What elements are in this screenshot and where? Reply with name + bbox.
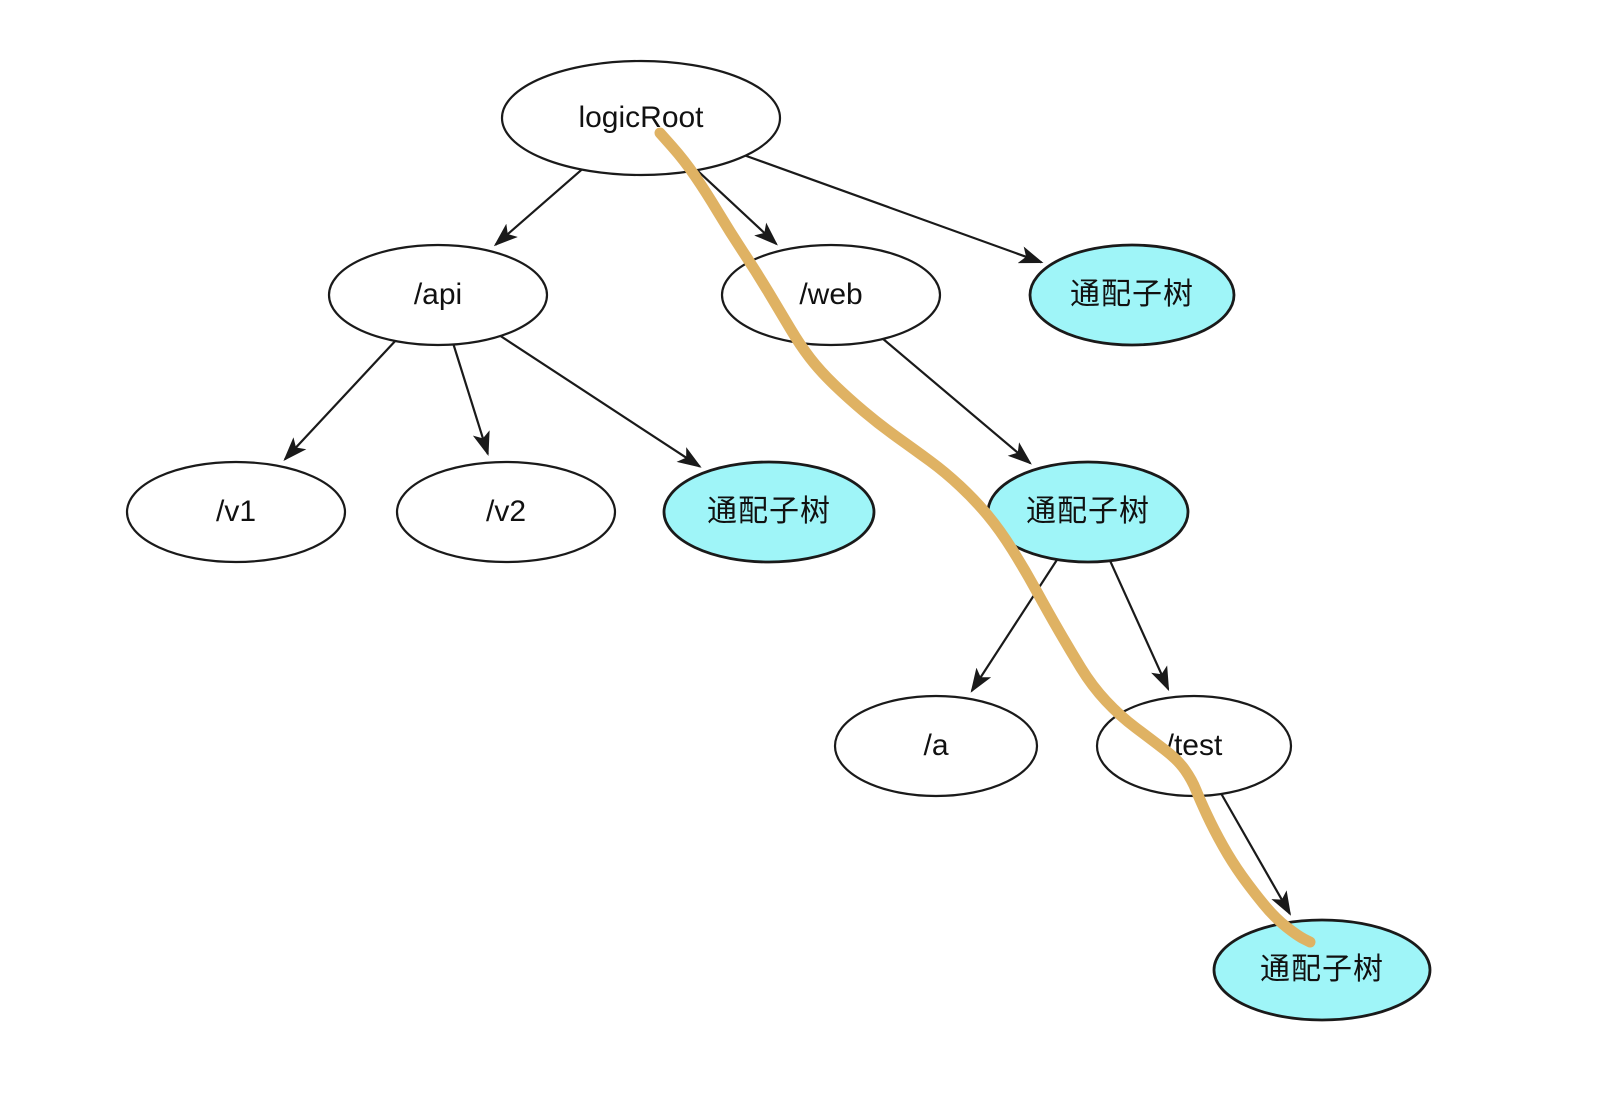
node-wild_root[interactable]: 通配子树: [1028, 243, 1236, 347]
node-root[interactable]: logicRoot: [500, 59, 782, 177]
edges-layer: [283, 154, 1291, 916]
edge-test-to-wild_test: [1220, 793, 1291, 916]
highlight-layer: [654, 127, 1316, 948]
node-v2[interactable]: /v2: [395, 460, 617, 564]
edge-api-to-v2: [452, 344, 490, 456]
node-ellipse-wild_api[interactable]: [662, 460, 876, 564]
edge-root-to-api: [493, 168, 583, 247]
edge-api-to-wild_api: [499, 335, 702, 468]
node-ellipse-v1[interactable]: [125, 460, 347, 564]
edge-root-to-web: [696, 169, 778, 246]
node-ellipse-api[interactable]: [327, 243, 549, 347]
node-api[interactable]: /api: [327, 243, 549, 347]
node-a[interactable]: /a: [833, 694, 1039, 798]
node-v1[interactable]: /v1: [125, 460, 347, 564]
node-wild_test[interactable]: 通配子树: [1212, 918, 1432, 1022]
node-ellipse-a[interactable]: [833, 694, 1039, 798]
edge-wild_web-to-a: [970, 559, 1059, 693]
edge-web-to-wild_web: [882, 338, 1032, 465]
highlight-match-path: [654, 127, 1316, 948]
edge-root-to-wild_root: [745, 154, 1044, 264]
edge-api-to-v1: [283, 340, 397, 462]
node-wild_web[interactable]: 通配子树: [986, 460, 1190, 564]
node-ellipse-wild_test[interactable]: [1212, 918, 1432, 1022]
node-ellipse-wild_web[interactable]: [986, 460, 1190, 564]
node-ellipse-web[interactable]: [720, 243, 942, 347]
edge-wild_web-to-test: [1109, 560, 1170, 692]
node-ellipse-wild_root[interactable]: [1028, 243, 1236, 347]
node-ellipse-root[interactable]: [500, 59, 782, 177]
node-ellipse-v2[interactable]: [395, 460, 617, 564]
node-wild_api[interactable]: 通配子树: [662, 460, 876, 564]
